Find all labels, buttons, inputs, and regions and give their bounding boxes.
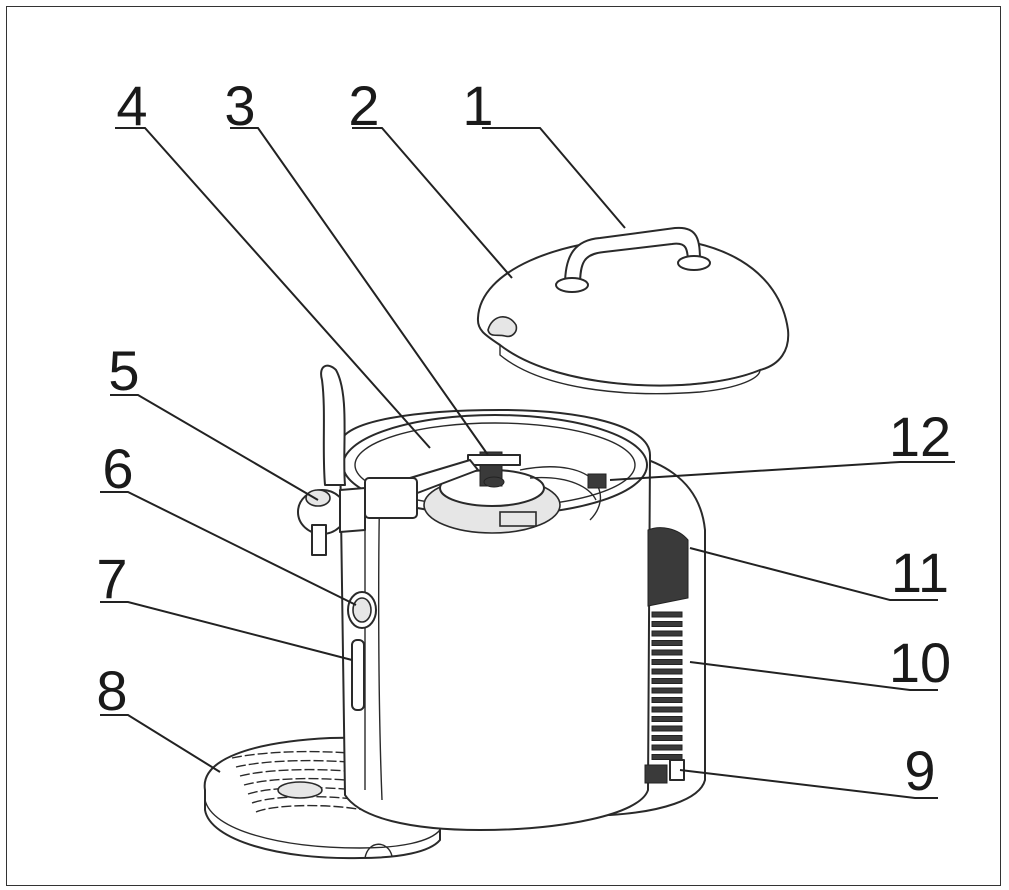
vent-slot <box>651 697 683 703</box>
leader-2 <box>352 127 513 279</box>
leader-12 <box>609 461 955 481</box>
side-vent <box>651 611 683 760</box>
vent-slot <box>651 754 683 760</box>
tray-slot <box>243 777 403 790</box>
vent-slot <box>651 735 683 741</box>
callout-labels: 1 2 3 4 5 6 7 8 9 10 11 12 <box>96 74 951 802</box>
vent-slot <box>651 621 683 627</box>
leader-11 <box>689 547 938 601</box>
vent-slot <box>651 659 683 665</box>
dispenser-body <box>339 409 706 831</box>
vent-slot <box>651 716 683 722</box>
callout-4: 4 <box>116 74 147 137</box>
leader-5 <box>110 394 319 501</box>
tap-handle <box>297 364 366 556</box>
callout-11: 11 <box>891 541 949 604</box>
vent-slot <box>651 744 683 751</box>
leader-lines <box>100 127 955 799</box>
vent-slot <box>651 687 683 694</box>
lid <box>476 226 790 395</box>
vent-slot <box>651 630 683 637</box>
leader-6 <box>100 491 357 606</box>
callout-8: 8 <box>96 659 127 722</box>
vent-slot <box>651 706 683 713</box>
callout-12: 12 <box>889 405 951 468</box>
vent-slot <box>651 678 683 684</box>
leader-7 <box>100 601 353 661</box>
callout-5: 5 <box>108 339 139 402</box>
callout-1: 1 <box>462 74 493 137</box>
leader-3 <box>230 127 489 456</box>
vent-slot <box>651 640 683 646</box>
callout-3: 3 <box>224 74 255 137</box>
leader-9 <box>679 769 938 799</box>
leader-10 <box>689 661 938 691</box>
tray-slot <box>231 750 421 763</box>
callout-7: 7 <box>96 547 127 610</box>
callout-9: 9 <box>904 739 935 802</box>
callout-6: 6 <box>102 437 133 500</box>
tray-slot <box>251 795 391 808</box>
vent-slot <box>651 649 683 656</box>
vent-slot <box>651 725 683 732</box>
callout-10: 10 <box>889 631 951 694</box>
vent-slot <box>651 668 683 675</box>
lid-handle <box>555 226 711 293</box>
vent-slot <box>651 611 683 618</box>
callout-2: 2 <box>348 74 379 137</box>
leader-1 <box>482 127 626 229</box>
keg <box>423 451 561 534</box>
leader-8 <box>100 714 221 773</box>
leader-4 <box>115 127 431 449</box>
